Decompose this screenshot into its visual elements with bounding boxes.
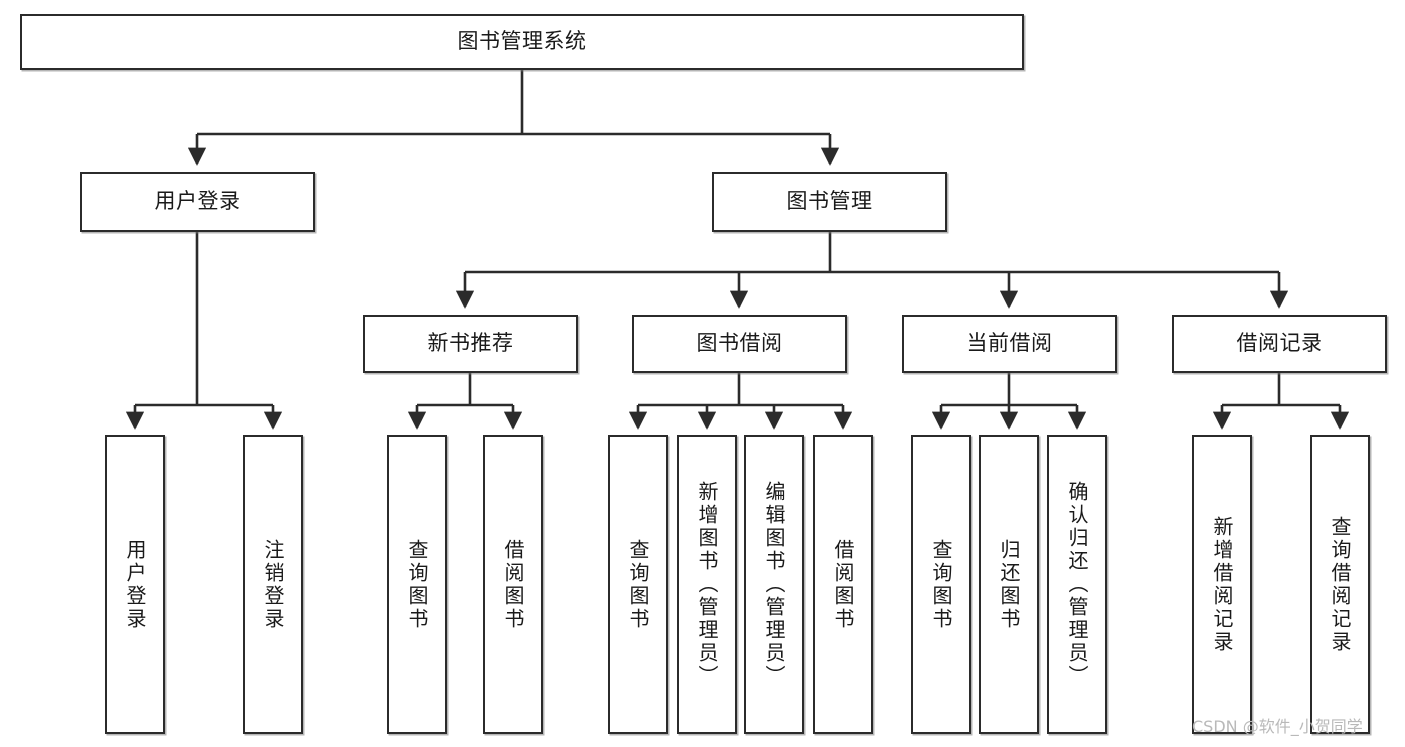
node-leaf-user-login[interactable]: 用户登录 xyxy=(105,435,165,734)
node-label: 查询图书 xyxy=(929,538,953,631)
node-label: 确认归还（管理员） xyxy=(1065,481,1089,688)
node-label: 查询图书 xyxy=(405,538,429,631)
node-leaf-borrow-lend-book[interactable]: 借阅图书 xyxy=(813,435,873,734)
node-label: 图书借阅 xyxy=(696,331,783,356)
node-leaf-borrow-edit-book[interactable]: 编辑图书（管理员） xyxy=(744,435,804,734)
node-label: 归还图书 xyxy=(997,538,1021,631)
node-book-manage[interactable]: 图书管理 xyxy=(712,172,947,232)
node-leaf-rec-query-book[interactable]: 查询图书 xyxy=(387,435,447,734)
node-leaf-current-confirm-return[interactable]: 确认归还（管理员） xyxy=(1047,435,1107,734)
node-label: 查询借阅记录 xyxy=(1328,515,1352,654)
node-label: 借阅图书 xyxy=(831,538,855,631)
node-leaf-borrow-add-book[interactable]: 新增图书（管理员） xyxy=(677,435,737,734)
node-user-login[interactable]: 用户登录 xyxy=(80,172,315,232)
node-label: 用户登录 xyxy=(123,538,147,631)
node-leaf-current-return-book[interactable]: 归还图书 xyxy=(979,435,1039,734)
node-label: 借阅记录 xyxy=(1236,331,1323,356)
node-label: 当前借阅 xyxy=(966,331,1053,356)
node-label: 查询图书 xyxy=(626,538,650,631)
node-leaf-current-query-book[interactable]: 查询图书 xyxy=(911,435,971,734)
node-new-book-rec[interactable]: 新书推荐 xyxy=(363,315,578,373)
node-leaf-rec-borrow-book[interactable]: 借阅图书 xyxy=(483,435,543,734)
node-label: 借阅图书 xyxy=(501,538,525,631)
node-borrow-record[interactable]: 借阅记录 xyxy=(1172,315,1387,373)
node-label: 编辑图书（管理员） xyxy=(762,481,786,688)
node-label: 新增图书（管理员） xyxy=(695,481,719,688)
node-book-borrow[interactable]: 图书借阅 xyxy=(632,315,847,373)
node-label: 注销登录 xyxy=(261,538,285,631)
node-current-borrow[interactable]: 当前借阅 xyxy=(902,315,1117,373)
node-label: 新增借阅记录 xyxy=(1210,515,1234,654)
node-label: 图书管理系统 xyxy=(457,29,587,54)
node-leaf-record-add[interactable]: 新增借阅记录 xyxy=(1192,435,1252,734)
node-label: 新书推荐 xyxy=(427,331,514,356)
node-leaf-user-logout[interactable]: 注销登录 xyxy=(243,435,303,734)
node-root-system[interactable]: 图书管理系统 xyxy=(20,14,1024,70)
node-leaf-borrow-query-book[interactable]: 查询图书 xyxy=(608,435,668,734)
node-label: 图书管理 xyxy=(786,189,873,214)
node-label: 用户登录 xyxy=(154,189,241,214)
node-leaf-record-query[interactable]: 查询借阅记录 xyxy=(1310,435,1370,734)
